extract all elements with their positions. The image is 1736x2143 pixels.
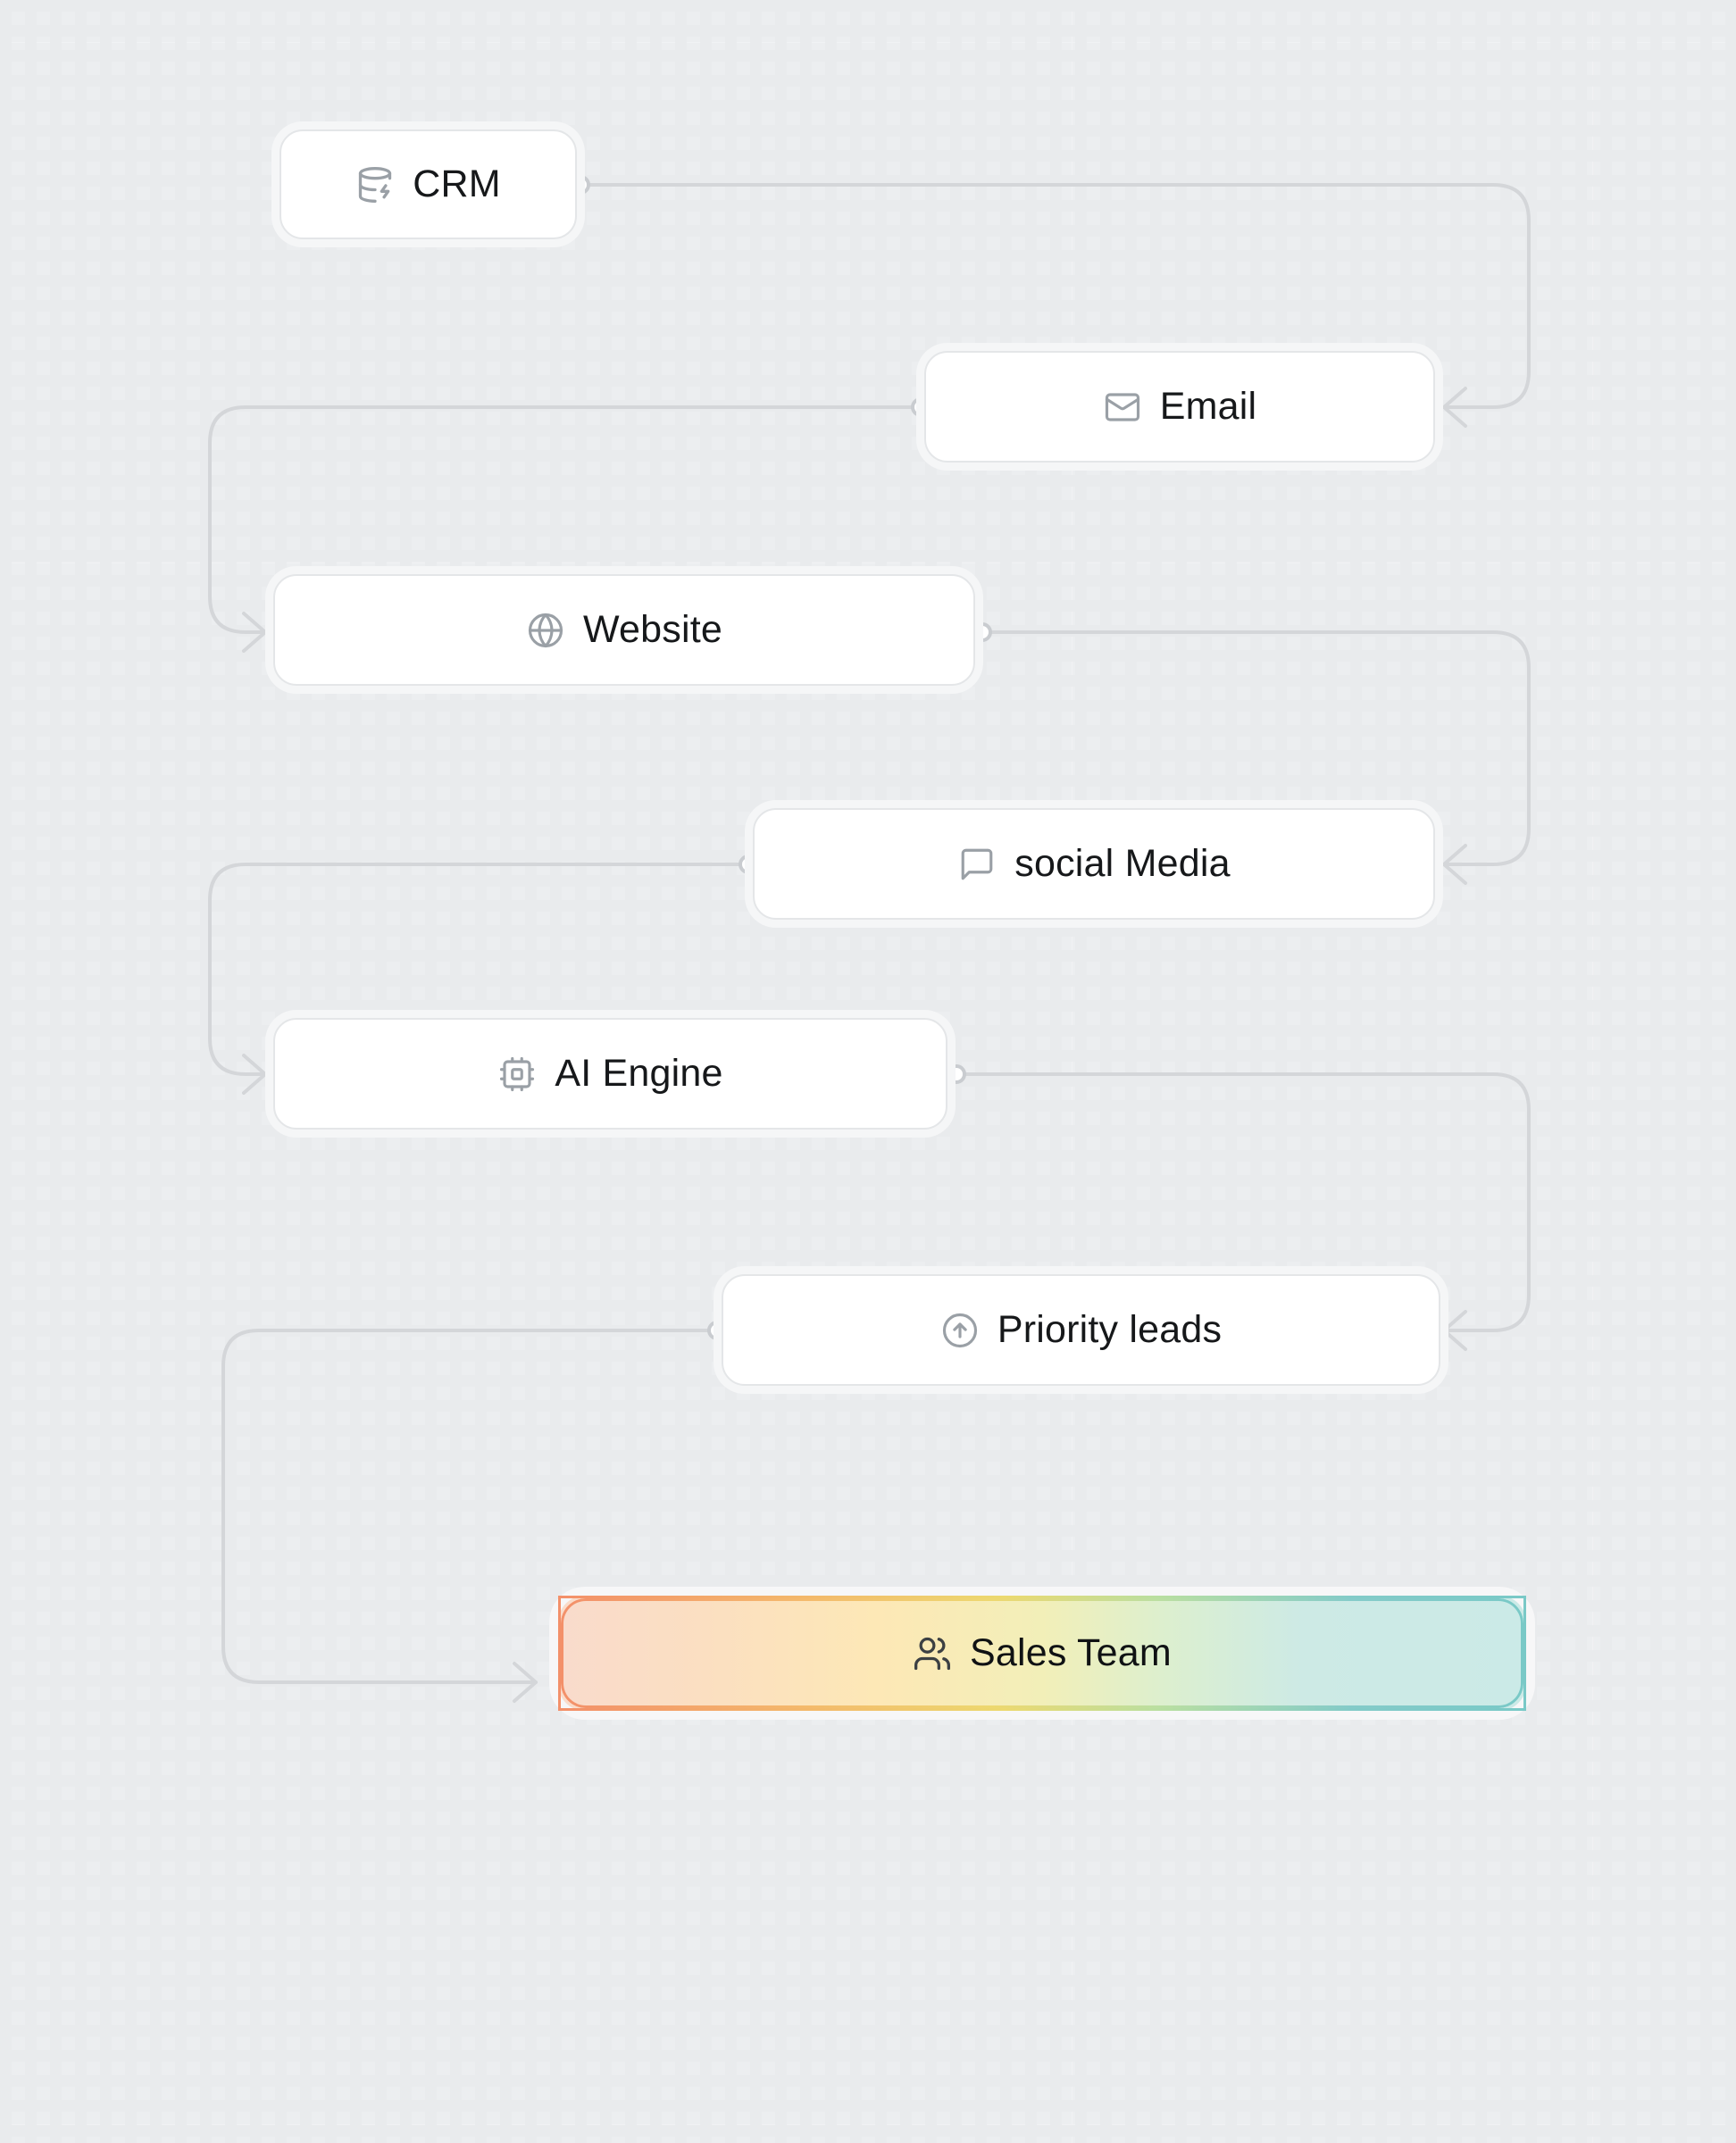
flow-node-label: Website [583, 608, 722, 651]
flow-node-label: Sales Team [970, 1631, 1172, 1674]
edge-handles [571, 175, 992, 1340]
users-icon [913, 1634, 952, 1673]
message-square-icon [957, 845, 997, 884]
flow-node-sales-team[interactable]: Sales Team [558, 1596, 1526, 1711]
edge-website-to-social-media-arrowhead [1442, 844, 1467, 885]
edge-ai-engine-to-priority-leads-arrowhead [1442, 1310, 1467, 1351]
cpu-icon [497, 1055, 537, 1094]
flow-node-label: AI Engine [555, 1052, 723, 1095]
flow-node-label: social Media [1014, 842, 1231, 885]
flow-node-crm[interactable]: CRM [280, 129, 577, 239]
edge-social-media-to-ai-engine-arrowhead [242, 1054, 267, 1095]
edge-priority-leads-to-sales-team-arrowhead [513, 1662, 538, 1703]
flow-node-website[interactable]: Website [273, 574, 975, 686]
flow-node-ai-engine[interactable]: AI Engine [273, 1018, 947, 1130]
circle-arrow-up-icon [940, 1311, 980, 1350]
database-zap-icon [355, 165, 395, 204]
globe-icon [526, 611, 565, 650]
flow-node-label: CRM [413, 163, 501, 205]
handle-website-source[interactable] [972, 622, 992, 642]
mail-icon [1103, 388, 1142, 427]
flow-node-label: Email [1159, 385, 1257, 428]
flow-node-social-media[interactable]: social Media [753, 808, 1435, 920]
handle-ai-engine-source[interactable] [947, 1064, 966, 1084]
flow-node-email[interactable]: Email [924, 351, 1435, 463]
edge-crm-to-email-arrowhead [1442, 387, 1467, 428]
flow-node-label: Priority leads [997, 1308, 1223, 1351]
edge-email-to-website-arrowhead [242, 612, 267, 653]
flow-node-priority-leads[interactable]: Priority leads [722, 1274, 1440, 1386]
